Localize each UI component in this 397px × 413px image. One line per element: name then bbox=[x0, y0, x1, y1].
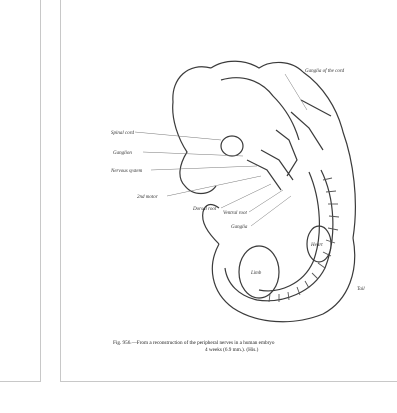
left-panel bbox=[0, 0, 41, 382]
label-top-right: Ganglia of the cord bbox=[305, 69, 345, 74]
label-dorsal-root: Dorsal root bbox=[192, 207, 217, 212]
label-tail: Tail bbox=[357, 287, 365, 292]
figure-caption-line1: Fig. 956.—From a reconstruction of the p… bbox=[113, 339, 275, 346]
embryo-nerve-illustration: Spinal cord Ganglion Nervous system 2nd … bbox=[61, 0, 397, 381]
label-spinal: Spinal cord bbox=[111, 131, 135, 136]
label-nervous: Nervous system bbox=[110, 169, 143, 174]
label-ganglia: Ganglia bbox=[231, 225, 248, 230]
label-second-motor: 2nd motor bbox=[137, 195, 158, 200]
image-card[interactable]: Spinal cord Ganglion Nervous system 2nd … bbox=[60, 0, 397, 382]
label-ventral-root: Ventral root bbox=[223, 211, 247, 216]
label-limb: Limb bbox=[250, 271, 262, 276]
label-heart: Heart bbox=[310, 243, 323, 248]
figure-caption-line2: 4 weeks (6.9 mm.). (His.) bbox=[205, 346, 259, 353]
label-ganglion: Ganglion bbox=[113, 151, 132, 156]
